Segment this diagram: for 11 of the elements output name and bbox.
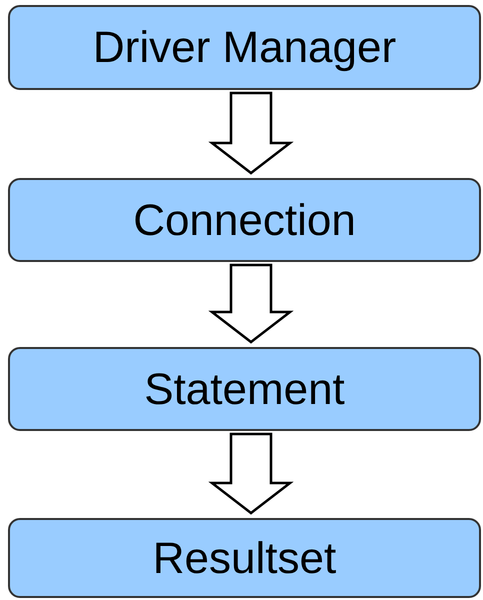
process-box — [8, 5, 481, 90]
process-box — [8, 518, 481, 598]
box-label: Driver Manager — [92, 22, 396, 74]
process-box — [8, 178, 481, 262]
block-arrow — [208, 92, 294, 175]
box-label: Resultset — [152, 532, 336, 584]
block-arrow — [208, 264, 294, 344]
block-arrow — [208, 432, 294, 515]
box-label: Statement — [144, 364, 345, 416]
process-box — [8, 347, 481, 431]
box-label: Connection — [133, 194, 356, 246]
